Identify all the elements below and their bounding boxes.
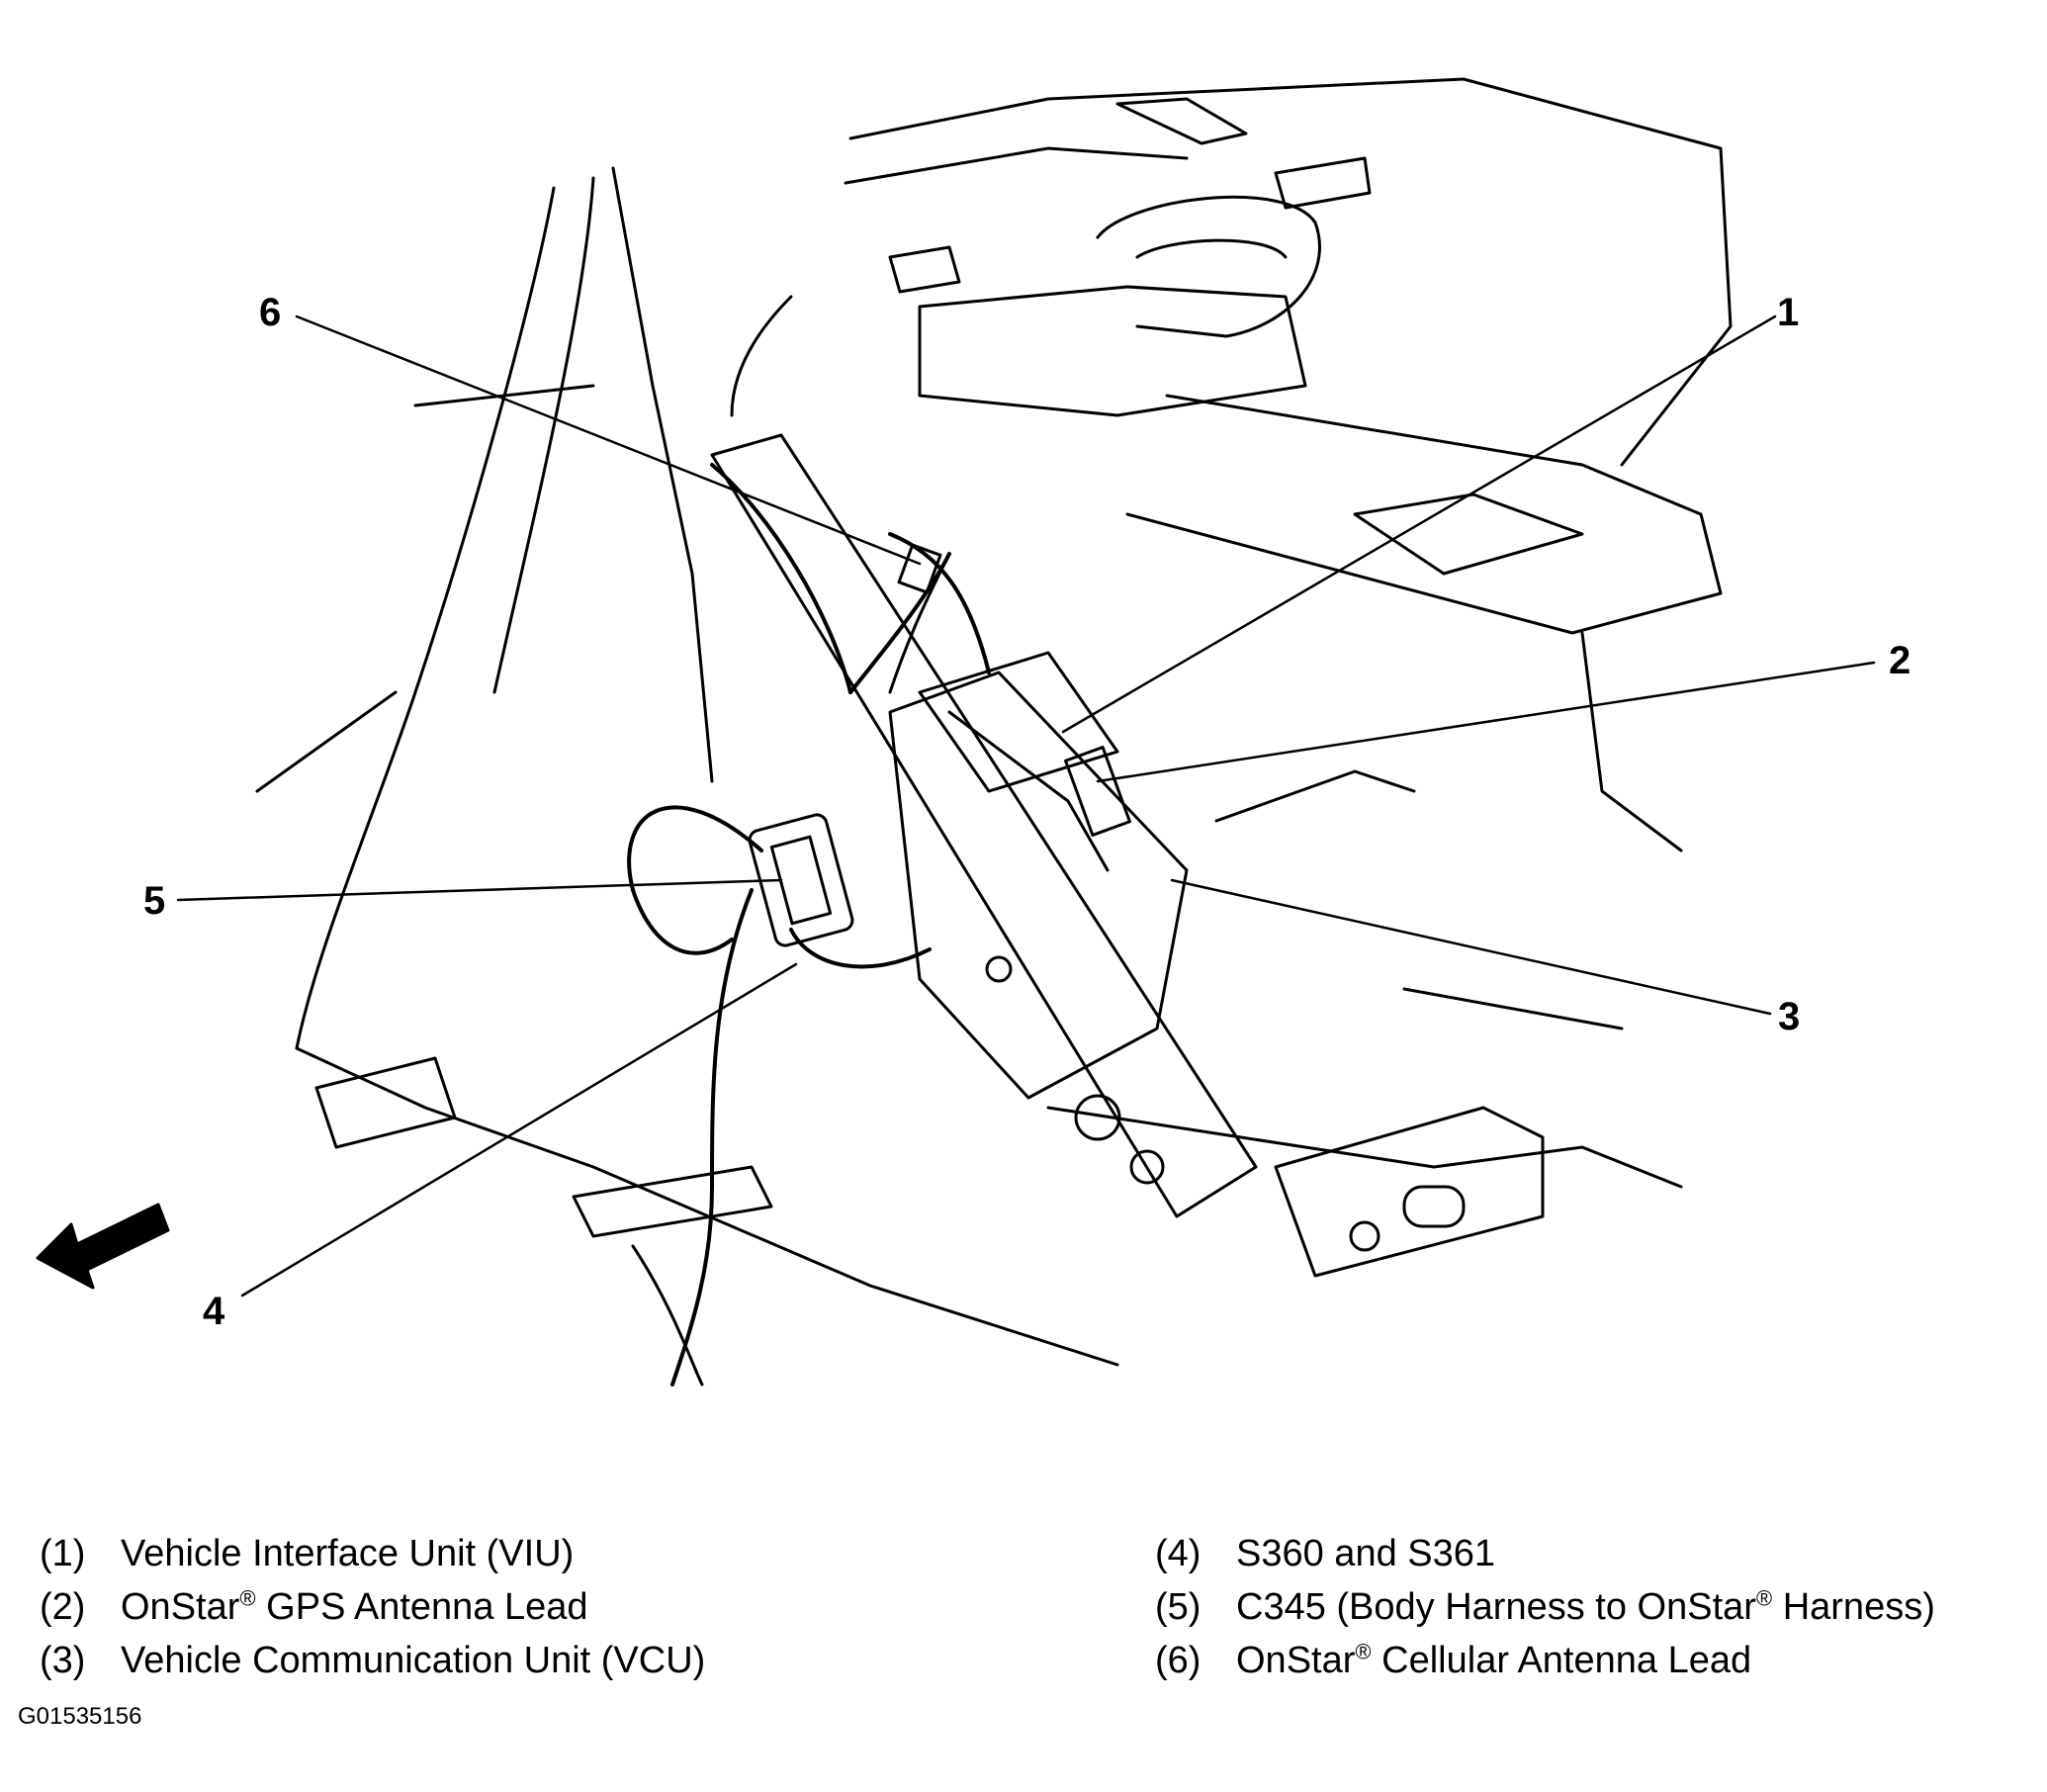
legend-number: (4) — [1155, 1533, 1202, 1574]
antenna-cable — [730, 295, 951, 694]
legend-text: S360 and S361 — [1236, 1533, 1496, 1574]
legend-item-4: (4) S360 and S361 — [1155, 1535, 1495, 1572]
callout-5: 5 — [143, 879, 166, 923]
callout-4: 4 — [203, 1290, 225, 1333]
wiring-harness — [627, 463, 991, 1387]
mounting-bracket — [710, 433, 1258, 1218]
vcu-module — [888, 671, 1189, 1100]
legend-item-6: (6) OnStar® Cellular Antenna Lead — [1155, 1639, 1752, 1681]
vehicle-body-outline — [255, 77, 1733, 1387]
legend-number: (3) — [40, 1640, 86, 1681]
registered-mark: ® — [239, 1585, 256, 1611]
legend-text-post: Harness) — [1772, 1586, 1935, 1628]
viu-module — [918, 651, 1119, 793]
legend-text-post: Cellular Antenna Lead — [1371, 1640, 1752, 1681]
legend-text: Vehicle Communication Unit (VCU) — [121, 1640, 706, 1681]
legend-item-3: (3) Vehicle Communication Unit (VCU) — [40, 1642, 705, 1679]
callout-1: 1 — [1777, 291, 1800, 334]
legend-text-pre: OnStar — [121, 1586, 240, 1628]
component-location-diagram — [36, 77, 1876, 1387]
legend-number: (5) — [1155, 1586, 1202, 1628]
figure-id: G01535156 — [18, 1703, 142, 1730]
legend-item-5: (5) C345 (Body Harness to OnStar® Harness… — [1155, 1585, 1935, 1628]
legend-text: Vehicle Interface Unit (VIU) — [121, 1533, 575, 1574]
leader-lines — [176, 314, 1876, 1298]
front-direction-arrow-icon — [36, 1203, 170, 1290]
legend-item-2: (2) OnStar® GPS Antenna Lead — [40, 1585, 588, 1628]
callout-6: 6 — [259, 291, 282, 334]
legend-number: (1) — [40, 1533, 86, 1574]
legend-text-pre: C345 (Body Harness to OnStar — [1236, 1586, 1756, 1628]
callout-3: 3 — [1778, 995, 1801, 1038]
legend-item-1: (1) Vehicle Interface Unit (VIU) — [40, 1535, 574, 1572]
connector-c345 — [748, 813, 854, 947]
legend-number: (2) — [40, 1586, 86, 1628]
legend-text-pre: OnStar — [1236, 1640, 1356, 1681]
legend: (1) Vehicle Interface Unit (VIU) (2) OnSta… — [40, 1535, 2027, 1683]
callout-2: 2 — [1889, 639, 1912, 682]
legend-text-post: GPS Antenna Lead — [255, 1586, 588, 1628]
registered-mark: ® — [1355, 1639, 1372, 1664]
legend-number: (6) — [1155, 1640, 1202, 1681]
registered-mark: ® — [1755, 1585, 1773, 1611]
